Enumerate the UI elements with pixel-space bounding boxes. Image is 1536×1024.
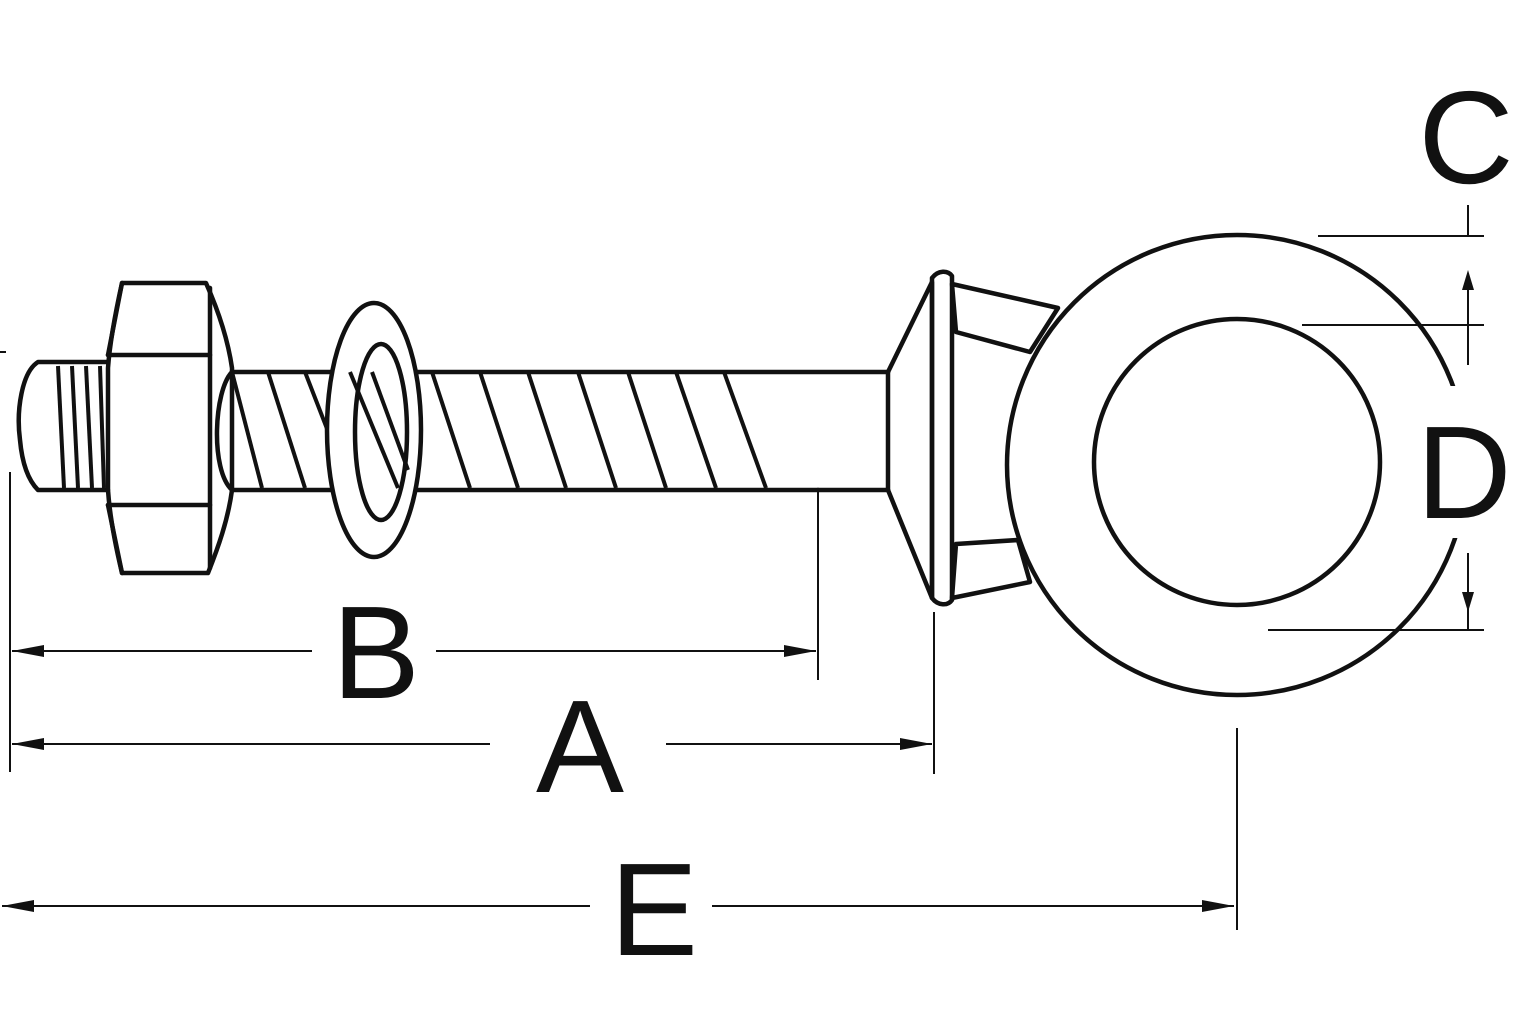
label-a: A [536, 673, 624, 820]
extension-lines [0, 351, 1238, 930]
hex-nut [105, 280, 235, 576]
thread-lines [230, 371, 768, 489]
collar [885, 269, 1061, 607]
label-b: B [332, 579, 420, 726]
washer [324, 300, 424, 560]
threaded-shank [214, 369, 891, 493]
label-c: C [1418, 64, 1513, 211]
label-d: D [1416, 399, 1511, 546]
dimension-d: D [1268, 399, 1512, 631]
eye-ring [1004, 232, 1512, 698]
dimension-c: C [1302, 64, 1514, 365]
dimension-e: E [2, 836, 1234, 983]
label-e: E [610, 836, 698, 983]
dimension-b: B [12, 579, 816, 726]
bolt-tip [16, 359, 111, 493]
dimension-a: A [12, 673, 932, 820]
